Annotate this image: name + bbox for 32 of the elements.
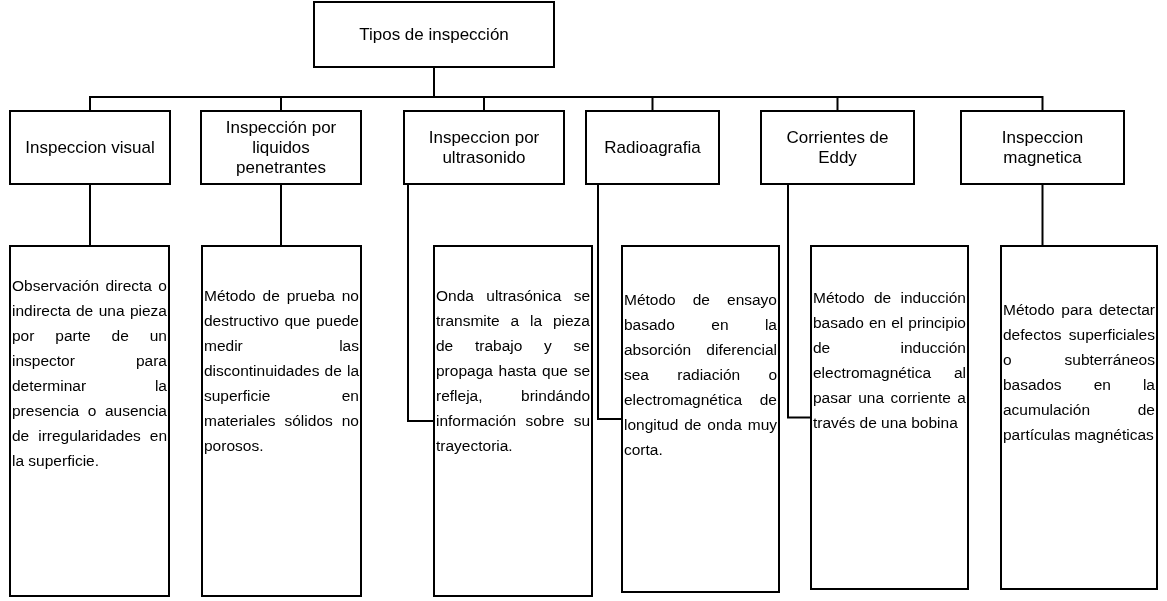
category-box xyxy=(403,110,565,185)
description-text: Observación directa o indirecta de una pieza por parte de un inspector para determinar la presencia o ausencia de irregularidades en la superficie. xyxy=(12,276,167,471)
category-box xyxy=(760,110,915,185)
description-box xyxy=(9,245,170,597)
description-box xyxy=(621,245,780,593)
box-label: Inspeccion por ultrasonido xyxy=(427,127,541,168)
connector-line xyxy=(407,184,434,422)
description-text: Onda ultrasónica se transmite a la pieza de trabajo y se propaga hasta que se refleja, brindándo información sobre su trayectoria. xyxy=(436,286,590,456)
box-label: Radioagrafia xyxy=(604,137,701,158)
description-text: Método de inducción basado en el principio de inducción electromagnética al pasar una corriente a través de una bobina xyxy=(813,288,966,433)
description-box xyxy=(433,245,593,597)
box-label: Tipos de inspección xyxy=(359,24,509,45)
connector-line xyxy=(1041,184,1044,246)
connector-line xyxy=(787,184,811,419)
category-box xyxy=(960,110,1125,185)
description-box xyxy=(1000,245,1158,590)
description-text: Método para detectar defectos superficiales o subterráneos basados en la acumulación de partículas magnéticas xyxy=(1003,300,1155,445)
category-box xyxy=(585,110,720,185)
description-text: Método de prueba no destructivo que puede medir las discontinuidades de la superficie en materiales sólidos no porosos. xyxy=(204,286,359,456)
connector-line xyxy=(89,184,91,246)
connector-line xyxy=(280,184,282,246)
box-label: Inspección por liquidos penetrantes xyxy=(224,117,338,178)
description-box xyxy=(810,245,969,590)
description-text: Método de ensayo basado en la absorción diferencial sea radiación o electromagnética de longitud de onda muy corta. xyxy=(624,290,777,460)
connector-line xyxy=(597,184,622,420)
description-box xyxy=(201,245,362,597)
box-label: Inspeccion magnetica xyxy=(1000,127,1085,168)
category-box xyxy=(200,110,362,185)
box-label: Corrientes de Eddy xyxy=(785,127,890,168)
category-box xyxy=(9,110,171,185)
root-box xyxy=(313,1,555,68)
box-label: Inspeccion visual xyxy=(25,137,155,158)
